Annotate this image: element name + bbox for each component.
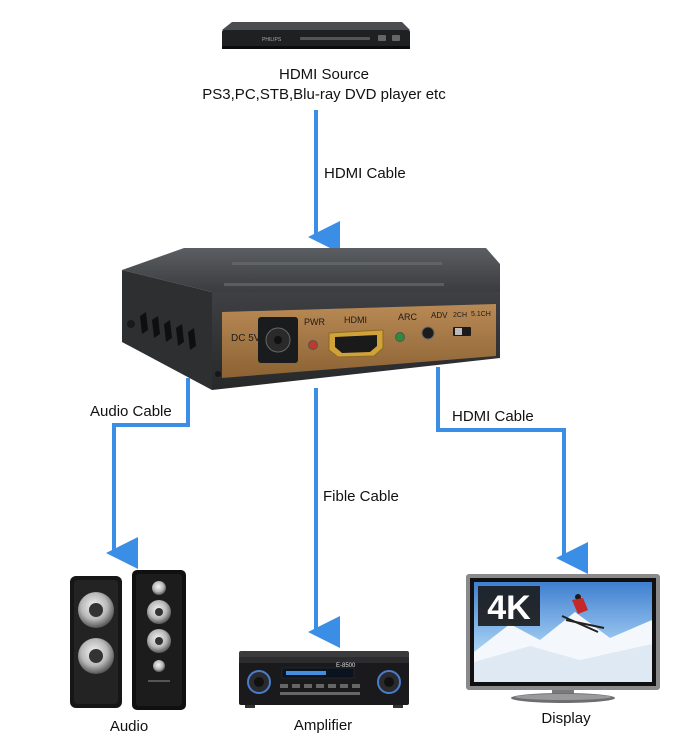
power-led-icon bbox=[308, 340, 318, 350]
adv-label: ADV bbox=[431, 311, 448, 320]
top-cable-label: HDMI Cable bbox=[324, 165, 406, 182]
audio-cable-label: Audio Cable bbox=[90, 403, 172, 420]
amplifier-model-text: E-8500 bbox=[336, 663, 356, 669]
source-title: HDMI Source bbox=[278, 66, 370, 83]
audio-output-label: Audio bbox=[109, 718, 149, 735]
hdmi-display-cable-arrow bbox=[436, 367, 588, 574]
cable-lines bbox=[106, 110, 588, 648]
vent-slots bbox=[140, 312, 196, 350]
dc-label: DC 5V bbox=[231, 333, 261, 344]
51ch-label: 5.1CH bbox=[471, 311, 491, 318]
arc-label: ARC bbox=[398, 312, 418, 322]
adv-button-icon bbox=[421, 326, 435, 340]
amplifier-icon: E-8500 bbox=[239, 651, 409, 708]
hdmi-audio-extractor-device: DC 5V PWR HDMI ARC ADV 2CH 5.1CH bbox=[122, 248, 500, 390]
dvd-player-icon: PHILIPS bbox=[222, 22, 410, 49]
4k-badge-text: 4K bbox=[487, 589, 531, 627]
arc-led-icon bbox=[395, 332, 405, 342]
2ch-label: 2CH bbox=[453, 312, 467, 319]
4k-badge bbox=[478, 586, 540, 626]
tv-display-icon: 4K bbox=[466, 574, 660, 703]
display-output-label: Display bbox=[541, 710, 591, 727]
dvd-brand-text: PHILIPS bbox=[262, 37, 282, 43]
hdmi-port-label: HDMI bbox=[344, 315, 367, 325]
source-subtitle: PS3,PC,STB,Blu-ray DVD player etc bbox=[202, 86, 446, 103]
speakers-icon bbox=[70, 570, 186, 710]
audio-cable-arrow bbox=[106, 378, 190, 569]
amplifier-output-label: Amplifier bbox=[293, 717, 353, 734]
pwr-label: PWR bbox=[304, 317, 325, 327]
display-cable-label: HDMI Cable bbox=[452, 408, 534, 425]
fiber-cable-label: Fible Cable bbox=[323, 488, 399, 505]
